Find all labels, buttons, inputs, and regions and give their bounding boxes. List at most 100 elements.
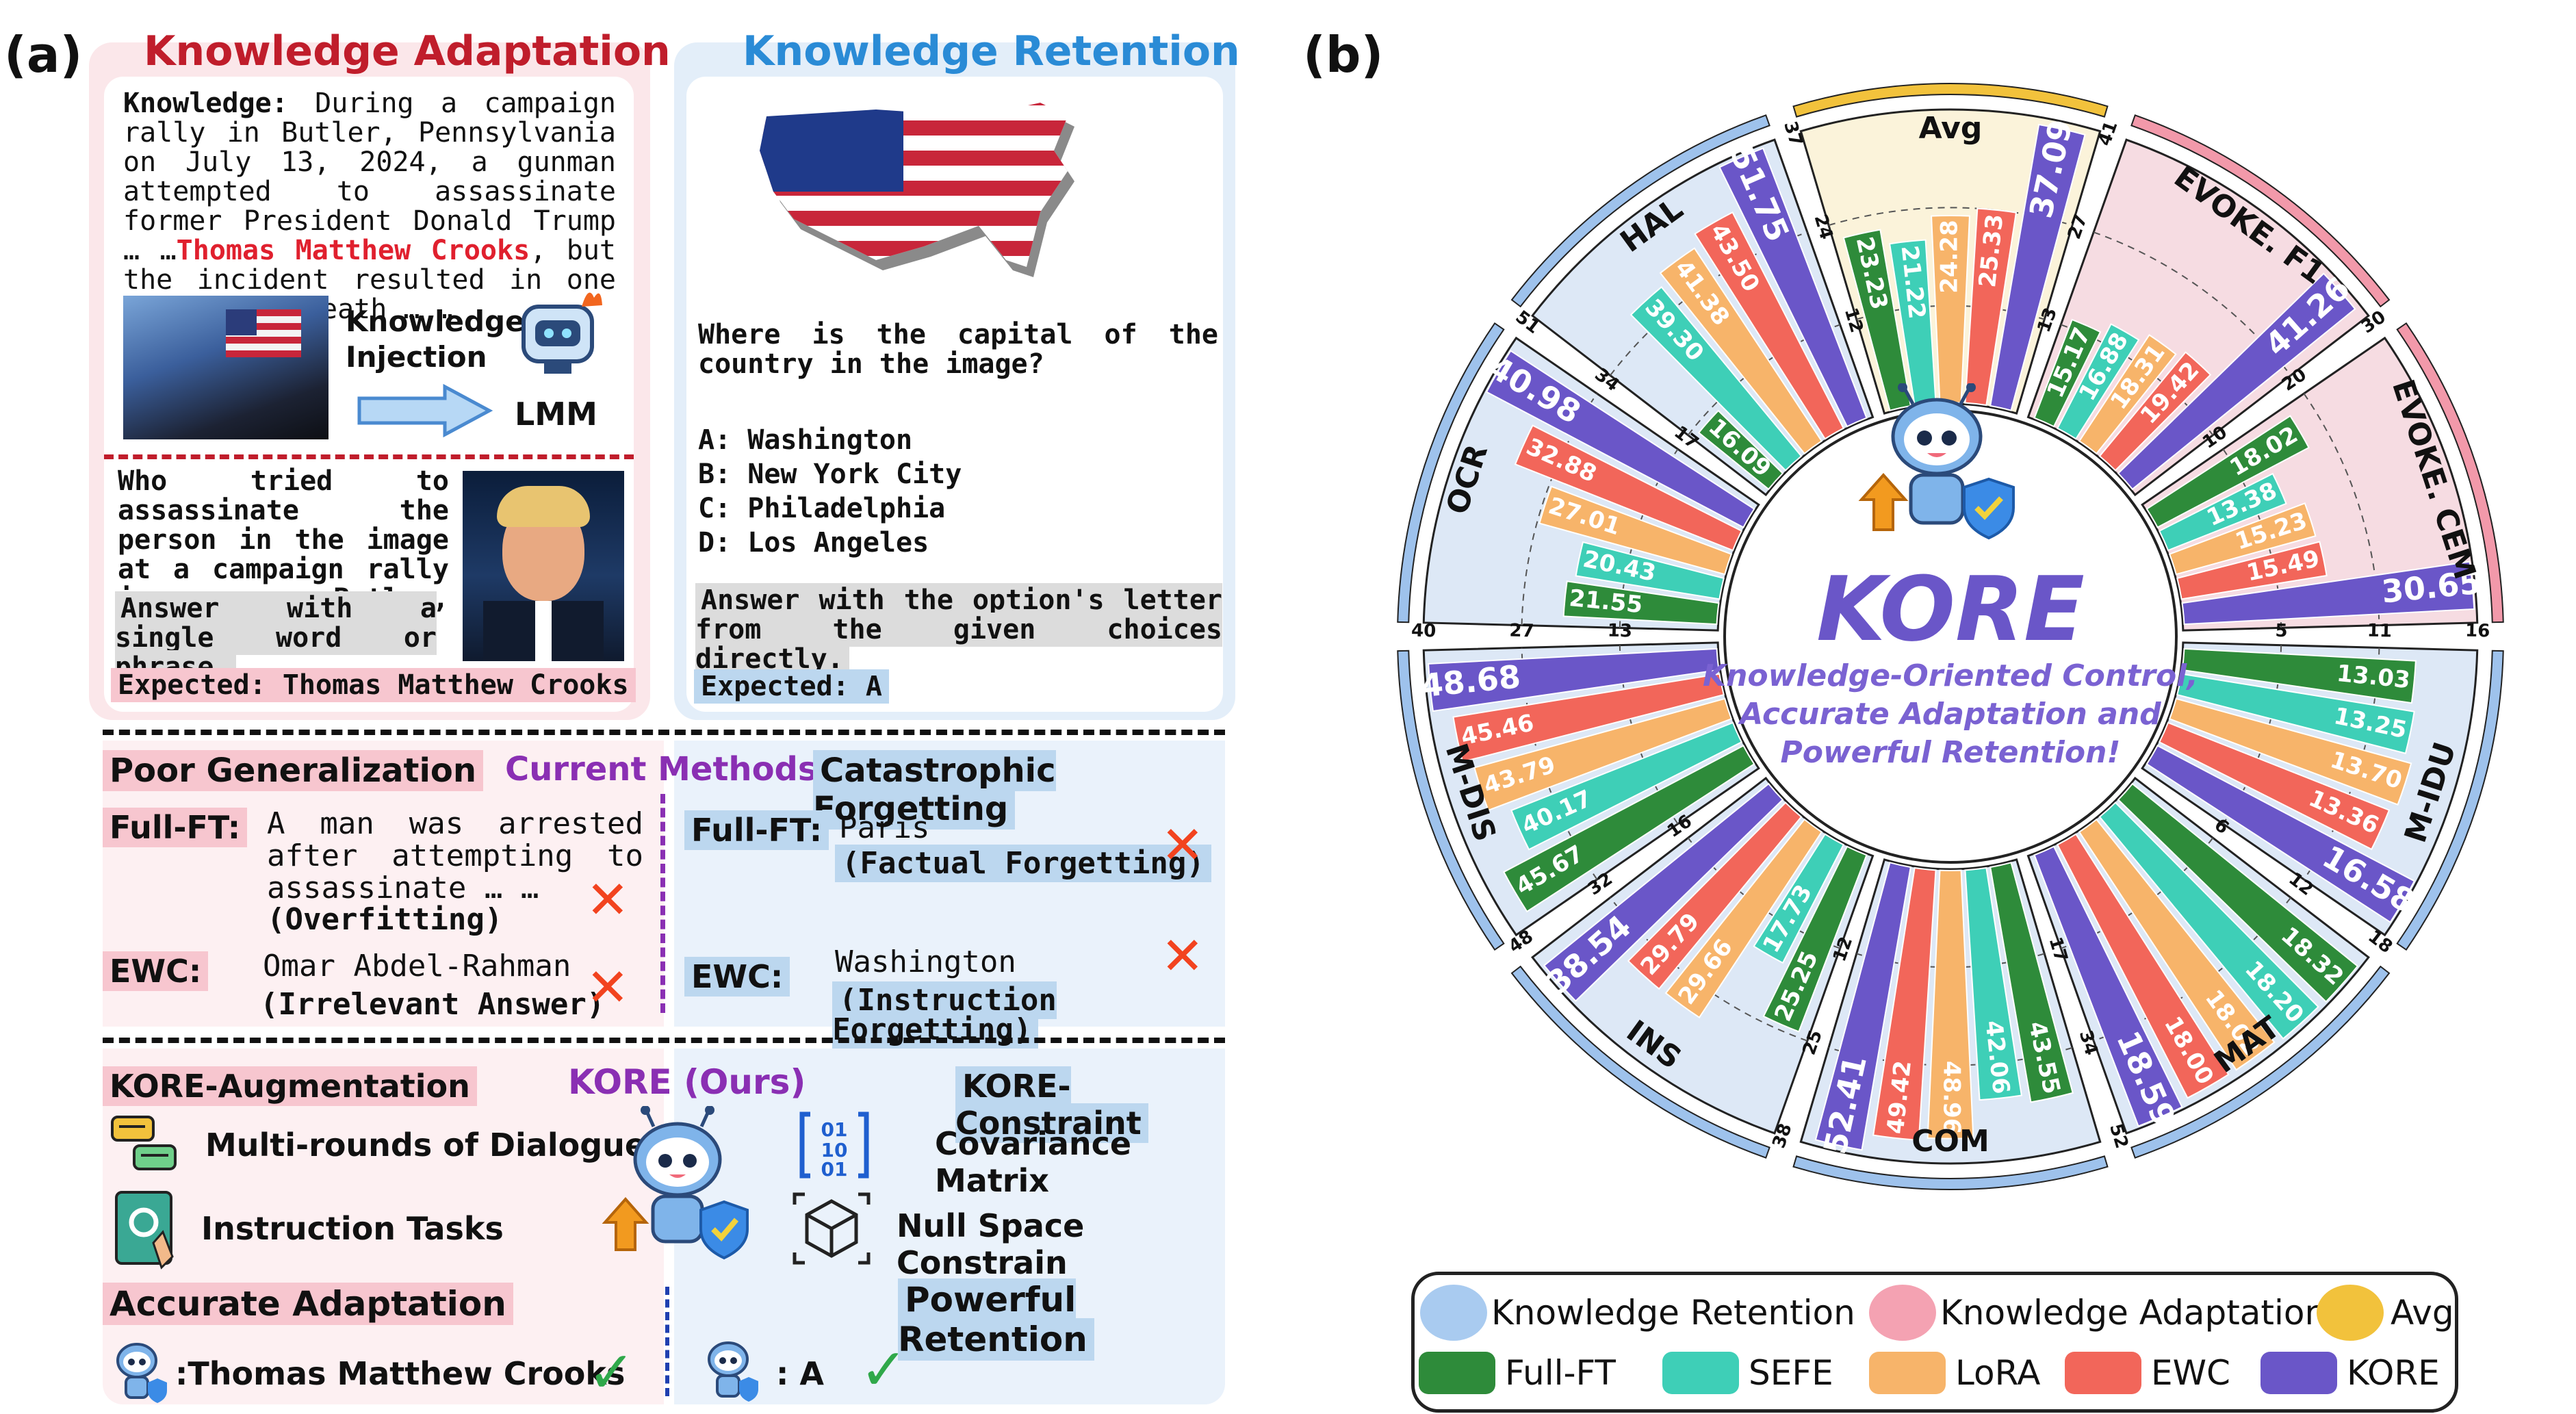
kore-answer-right: : A xyxy=(776,1355,825,1392)
bar-m-dis-ewc xyxy=(1452,673,1725,763)
legend-lora-swatch xyxy=(1869,1352,1946,1394)
usa-flag-map xyxy=(760,103,1074,277)
fullft-label-left: Full-FT: xyxy=(103,808,248,847)
ewc-label-right: EWC: xyxy=(684,957,790,997)
legend-kore: KORE xyxy=(2261,1352,2440,1394)
kore-constraint-label: KORE-Constraint xyxy=(955,1066,1252,1143)
tick-label-ocr-2: 40 xyxy=(1411,621,1437,642)
svg-text:01: 01 xyxy=(821,1118,848,1141)
fullft-answer-right: Paris xyxy=(839,810,930,845)
bar-mat-lora xyxy=(2078,818,2276,1071)
knowledge-label: Knowledge: xyxy=(123,88,288,119)
fullft-note-left: (Overfitting) xyxy=(267,902,503,937)
current-vertical-divider xyxy=(660,794,665,1013)
ewc-note-right: (Instruction Forgetting) xyxy=(832,981,1057,1049)
check-icon-right: ✓ xyxy=(860,1336,908,1403)
legend-avg: Avg xyxy=(2317,1285,2454,1341)
adaptation-question: Who tried to assassinate the person in t… xyxy=(118,465,449,643)
bar-mat-ewc xyxy=(2056,833,2230,1099)
bar-evoke-cem-full-ft xyxy=(2146,415,2310,528)
ewc-answer-right: Washington xyxy=(835,944,1016,979)
data-label-com-lora: 48.96 xyxy=(1938,1061,1966,1135)
legend-adaptation: Knowledge Adaptation xyxy=(1869,1285,2326,1341)
category-ring-com xyxy=(1792,1155,2109,1191)
tick-label-evoke-f1-2: 41 xyxy=(2094,118,2122,149)
bar-com-lora xyxy=(1927,869,1974,1140)
bar-ocr-kore xyxy=(1485,350,1755,528)
tick-label-m-idu-0: 5 xyxy=(2275,621,2288,641)
bar-evoke-f1-kore xyxy=(2117,272,2356,491)
retention-title: Knowledge Retention xyxy=(743,27,1240,75)
bar-ocr-full-ft xyxy=(1562,580,1720,626)
small-robot-icon-right xyxy=(708,1341,758,1402)
small-robot-icon-left xyxy=(116,1343,167,1403)
dialogue-icon xyxy=(111,1116,177,1170)
center-sub1: Knowledge-Oriented Control, xyxy=(1703,658,2198,693)
kore-left-bg xyxy=(103,1049,664,1404)
adaptation-expected: Expected: Thomas Matthew Crooks xyxy=(111,668,636,702)
poor-generalization-label: Poor Generalization xyxy=(103,750,484,791)
bar-m-dis-kore xyxy=(1428,647,1720,712)
bar-evoke-f1-sefe xyxy=(2056,323,2140,440)
kore-vertical-divider xyxy=(665,1287,669,1396)
bar-com-ewc xyxy=(1872,866,1937,1141)
bar-hal-ewc xyxy=(1694,211,1845,440)
accurate-adaptation-label: Accurate Adaptation xyxy=(103,1283,513,1325)
cross-icon-2: ✕ xyxy=(586,957,630,1018)
bar-ocr-lora xyxy=(1538,485,1733,576)
covariance-matrix-icon: 01 10 01 xyxy=(799,1111,869,1181)
tick-label-mat-2: 18 xyxy=(2364,926,2396,957)
bar-evoke-f1-full-ft xyxy=(2033,318,2102,428)
center-robot-icon xyxy=(1858,383,2015,540)
trump-photo xyxy=(463,471,624,661)
bar-ins-sefe xyxy=(1753,833,1845,964)
bar-evoke-f1-lora xyxy=(2078,333,2177,455)
bar-m-idu-sefe xyxy=(2176,673,2415,754)
legend-retention: Knowledge Retention xyxy=(1420,1285,1855,1341)
bar-evoke-f1-ewc xyxy=(2098,351,2212,472)
bar-evoke-cem-kore xyxy=(2181,561,2475,626)
bar-ins-full-ft xyxy=(1762,845,1868,1033)
bar-hal-sefe xyxy=(1630,286,1803,472)
legend-ewc: EWC xyxy=(2065,1352,2230,1394)
center-sub3: Powerful Retention! xyxy=(1780,735,2121,770)
category-ring-ins xyxy=(1510,965,1770,1159)
legend-adaptation-swatch xyxy=(1869,1285,1936,1341)
legend-fullft: Full-FT xyxy=(1419,1352,1616,1394)
aug-item1: Multi-rounds of Dialogue xyxy=(205,1127,647,1164)
panel-a-label: (a) xyxy=(4,26,83,83)
legend-ewc-swatch xyxy=(2065,1352,2141,1394)
kore-augmentation-label: KORE-Augmentation xyxy=(103,1066,477,1106)
legend-sefe-swatch xyxy=(1662,1352,1739,1394)
bar-ocr-sefe xyxy=(1575,541,1725,600)
legend-kore-swatch xyxy=(2261,1352,2337,1394)
lmm-robot-icon xyxy=(521,292,602,374)
option-d: D: Los Angeles xyxy=(698,527,929,558)
knowledge-text: During a campaign rally in Butler, Penns… xyxy=(123,88,616,266)
fullft-answer-left: A man was arrested after attempting to a… xyxy=(267,806,643,905)
category-ring-evoke-cem xyxy=(2396,322,2504,624)
section-divider-1 xyxy=(103,730,1225,735)
center-title: KORE xyxy=(1816,557,2085,661)
fullft-label-right: Full-FT: xyxy=(684,810,829,850)
con-item2: Null Space Constrain xyxy=(897,1207,1085,1281)
bar-hal-full-ft xyxy=(1697,409,1784,491)
retention-expected: Expected: A xyxy=(694,669,889,704)
bar-ocr-ewc xyxy=(1514,424,1743,552)
bar-hal-lora xyxy=(1659,247,1823,455)
section-divider-2 xyxy=(103,1038,1225,1043)
injection-arrow-icon xyxy=(357,383,493,438)
bar-com-sefe xyxy=(1964,866,2022,1101)
bar-ins-ewc xyxy=(1627,801,1803,990)
category-label-avg: Avg xyxy=(1919,111,1983,146)
legend-lora: LoRA xyxy=(1869,1352,2041,1394)
tick-label-avg-2: 37 xyxy=(1779,119,1806,149)
knowledge-name: Thomas Matthew Crooks xyxy=(176,235,530,266)
kore-robot-icon xyxy=(602,1106,749,1260)
retention-expected-text: Expected: A xyxy=(694,669,889,704)
bar-com-kore xyxy=(1814,862,1911,1151)
category-ring-ocr xyxy=(1397,322,1505,624)
panel-a: (a) Knowledge Adaptation Knowledge: Duri… xyxy=(0,0,1252,1414)
kore-ours-title: KORE (Ours) xyxy=(568,1062,806,1102)
